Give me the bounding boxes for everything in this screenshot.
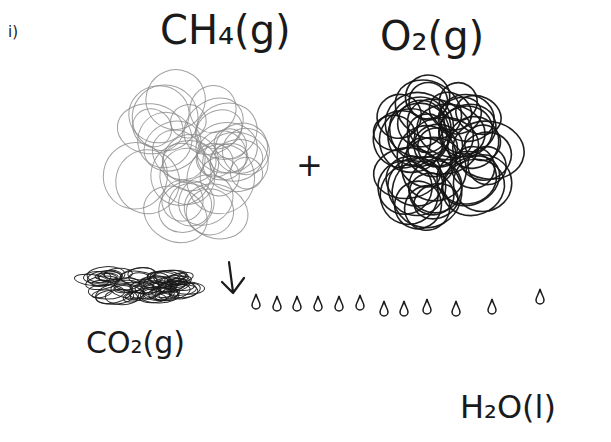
methane-cloud: [98, 60, 276, 254]
formula-label: CH₄(g): [160, 8, 291, 52]
part-number: i): [8, 24, 18, 41]
formula-label: O₂(g): [380, 14, 484, 58]
formula-label: H₂O(l): [460, 390, 556, 425]
carbon-dioxide-cloud: [74, 265, 205, 307]
plus-sign: +: [296, 148, 323, 183]
reaction-arrow: [222, 262, 244, 293]
oxygen-cloud: [363, 67, 528, 239]
formula-label: CO₂(g): [86, 326, 185, 359]
water-droplets: [252, 289, 544, 316]
